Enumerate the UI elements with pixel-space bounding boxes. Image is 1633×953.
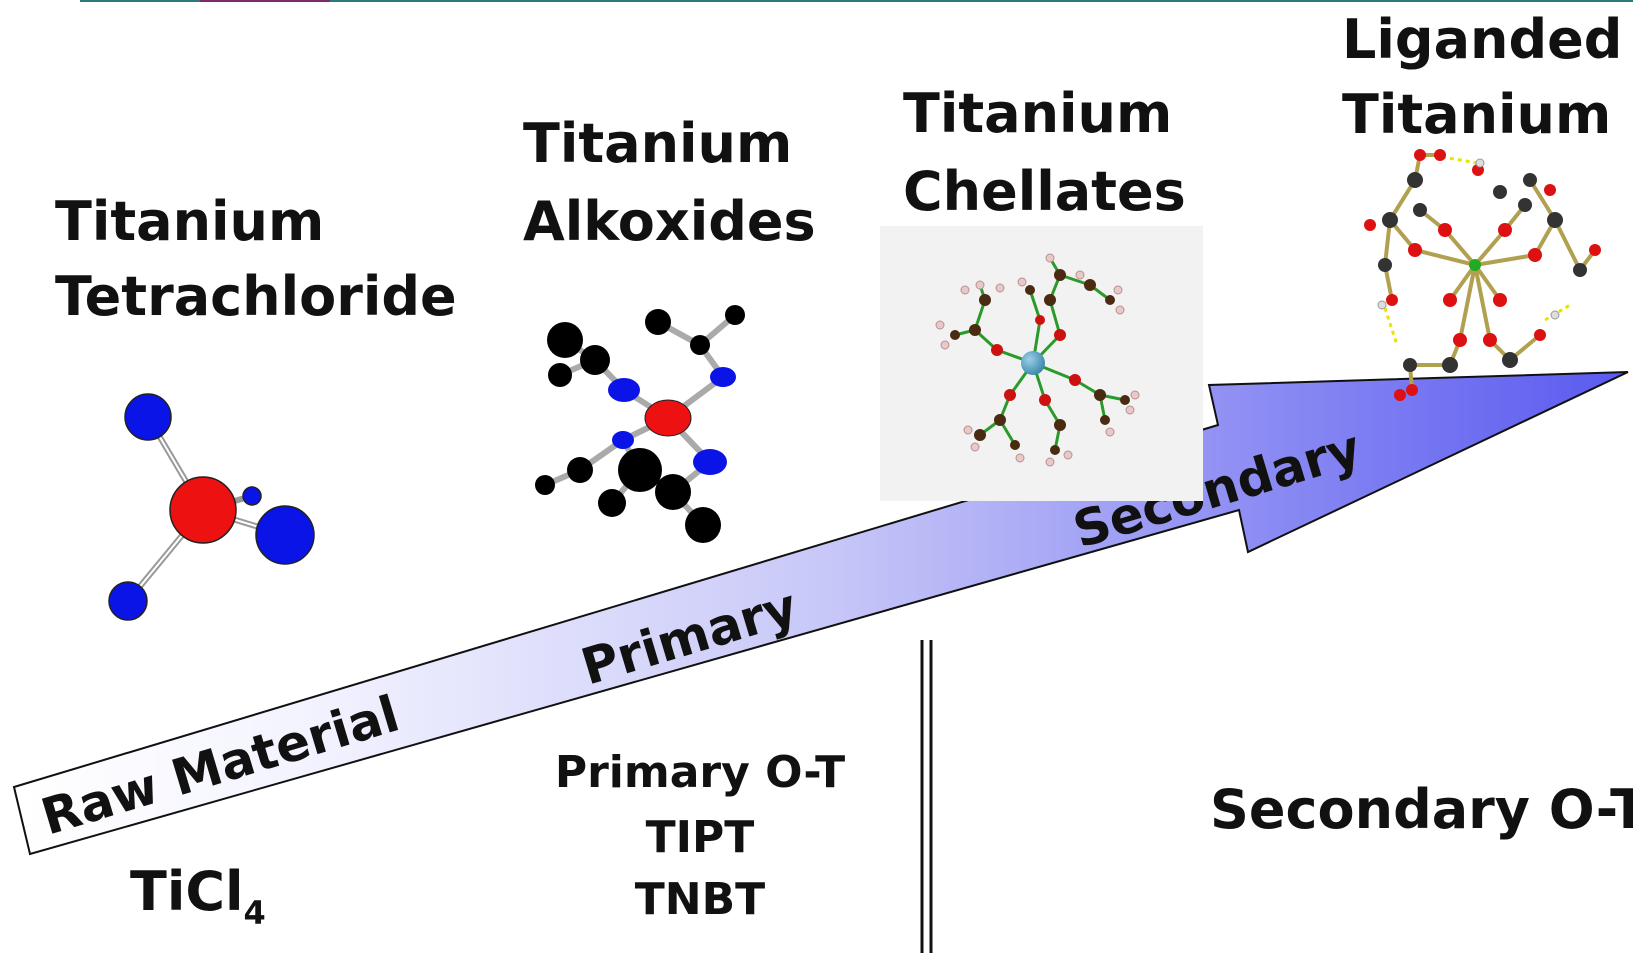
- hierarchy-arrow: [12, 371, 1629, 856]
- molecule-ticl4-image: [108, 393, 315, 621]
- tnbt-label: TNBT: [635, 874, 765, 925]
- heading-liganded-line2: Titanium: [1342, 83, 1611, 146]
- molecule-liganded-image: [1364, 149, 1601, 401]
- ticl4-subscript: 4: [243, 894, 265, 932]
- molecule-alkoxide-image: [535, 305, 745, 543]
- heading-tetrachloride-line2: Tetrachloride: [55, 265, 457, 328]
- secondary-ot-label: Secondary O-T: [1210, 778, 1633, 841]
- heading-alkoxides-line1: Titanium: [523, 112, 792, 175]
- top-accent-bar: [80, 0, 1633, 2]
- ticl4-formula: TiCl4: [130, 860, 266, 932]
- heading-tetrachloride-line1: Titanium: [55, 190, 324, 253]
- ticl4-main: TiCl: [130, 860, 243, 923]
- tipt-label: TIPT: [646, 812, 755, 863]
- top-accent-mark: [200, 0, 330, 2]
- heading-chellates-line2: Chellates: [903, 160, 1186, 223]
- primary-ot-label: Primary O-T: [555, 747, 845, 798]
- heading-chellates-line1: Titanium: [903, 82, 1172, 145]
- heading-alkoxides-line2: Alkoxides: [523, 190, 816, 253]
- molecule-chelate-image: [880, 226, 1203, 501]
- heading-liganded-line1: Liganded: [1342, 8, 1622, 71]
